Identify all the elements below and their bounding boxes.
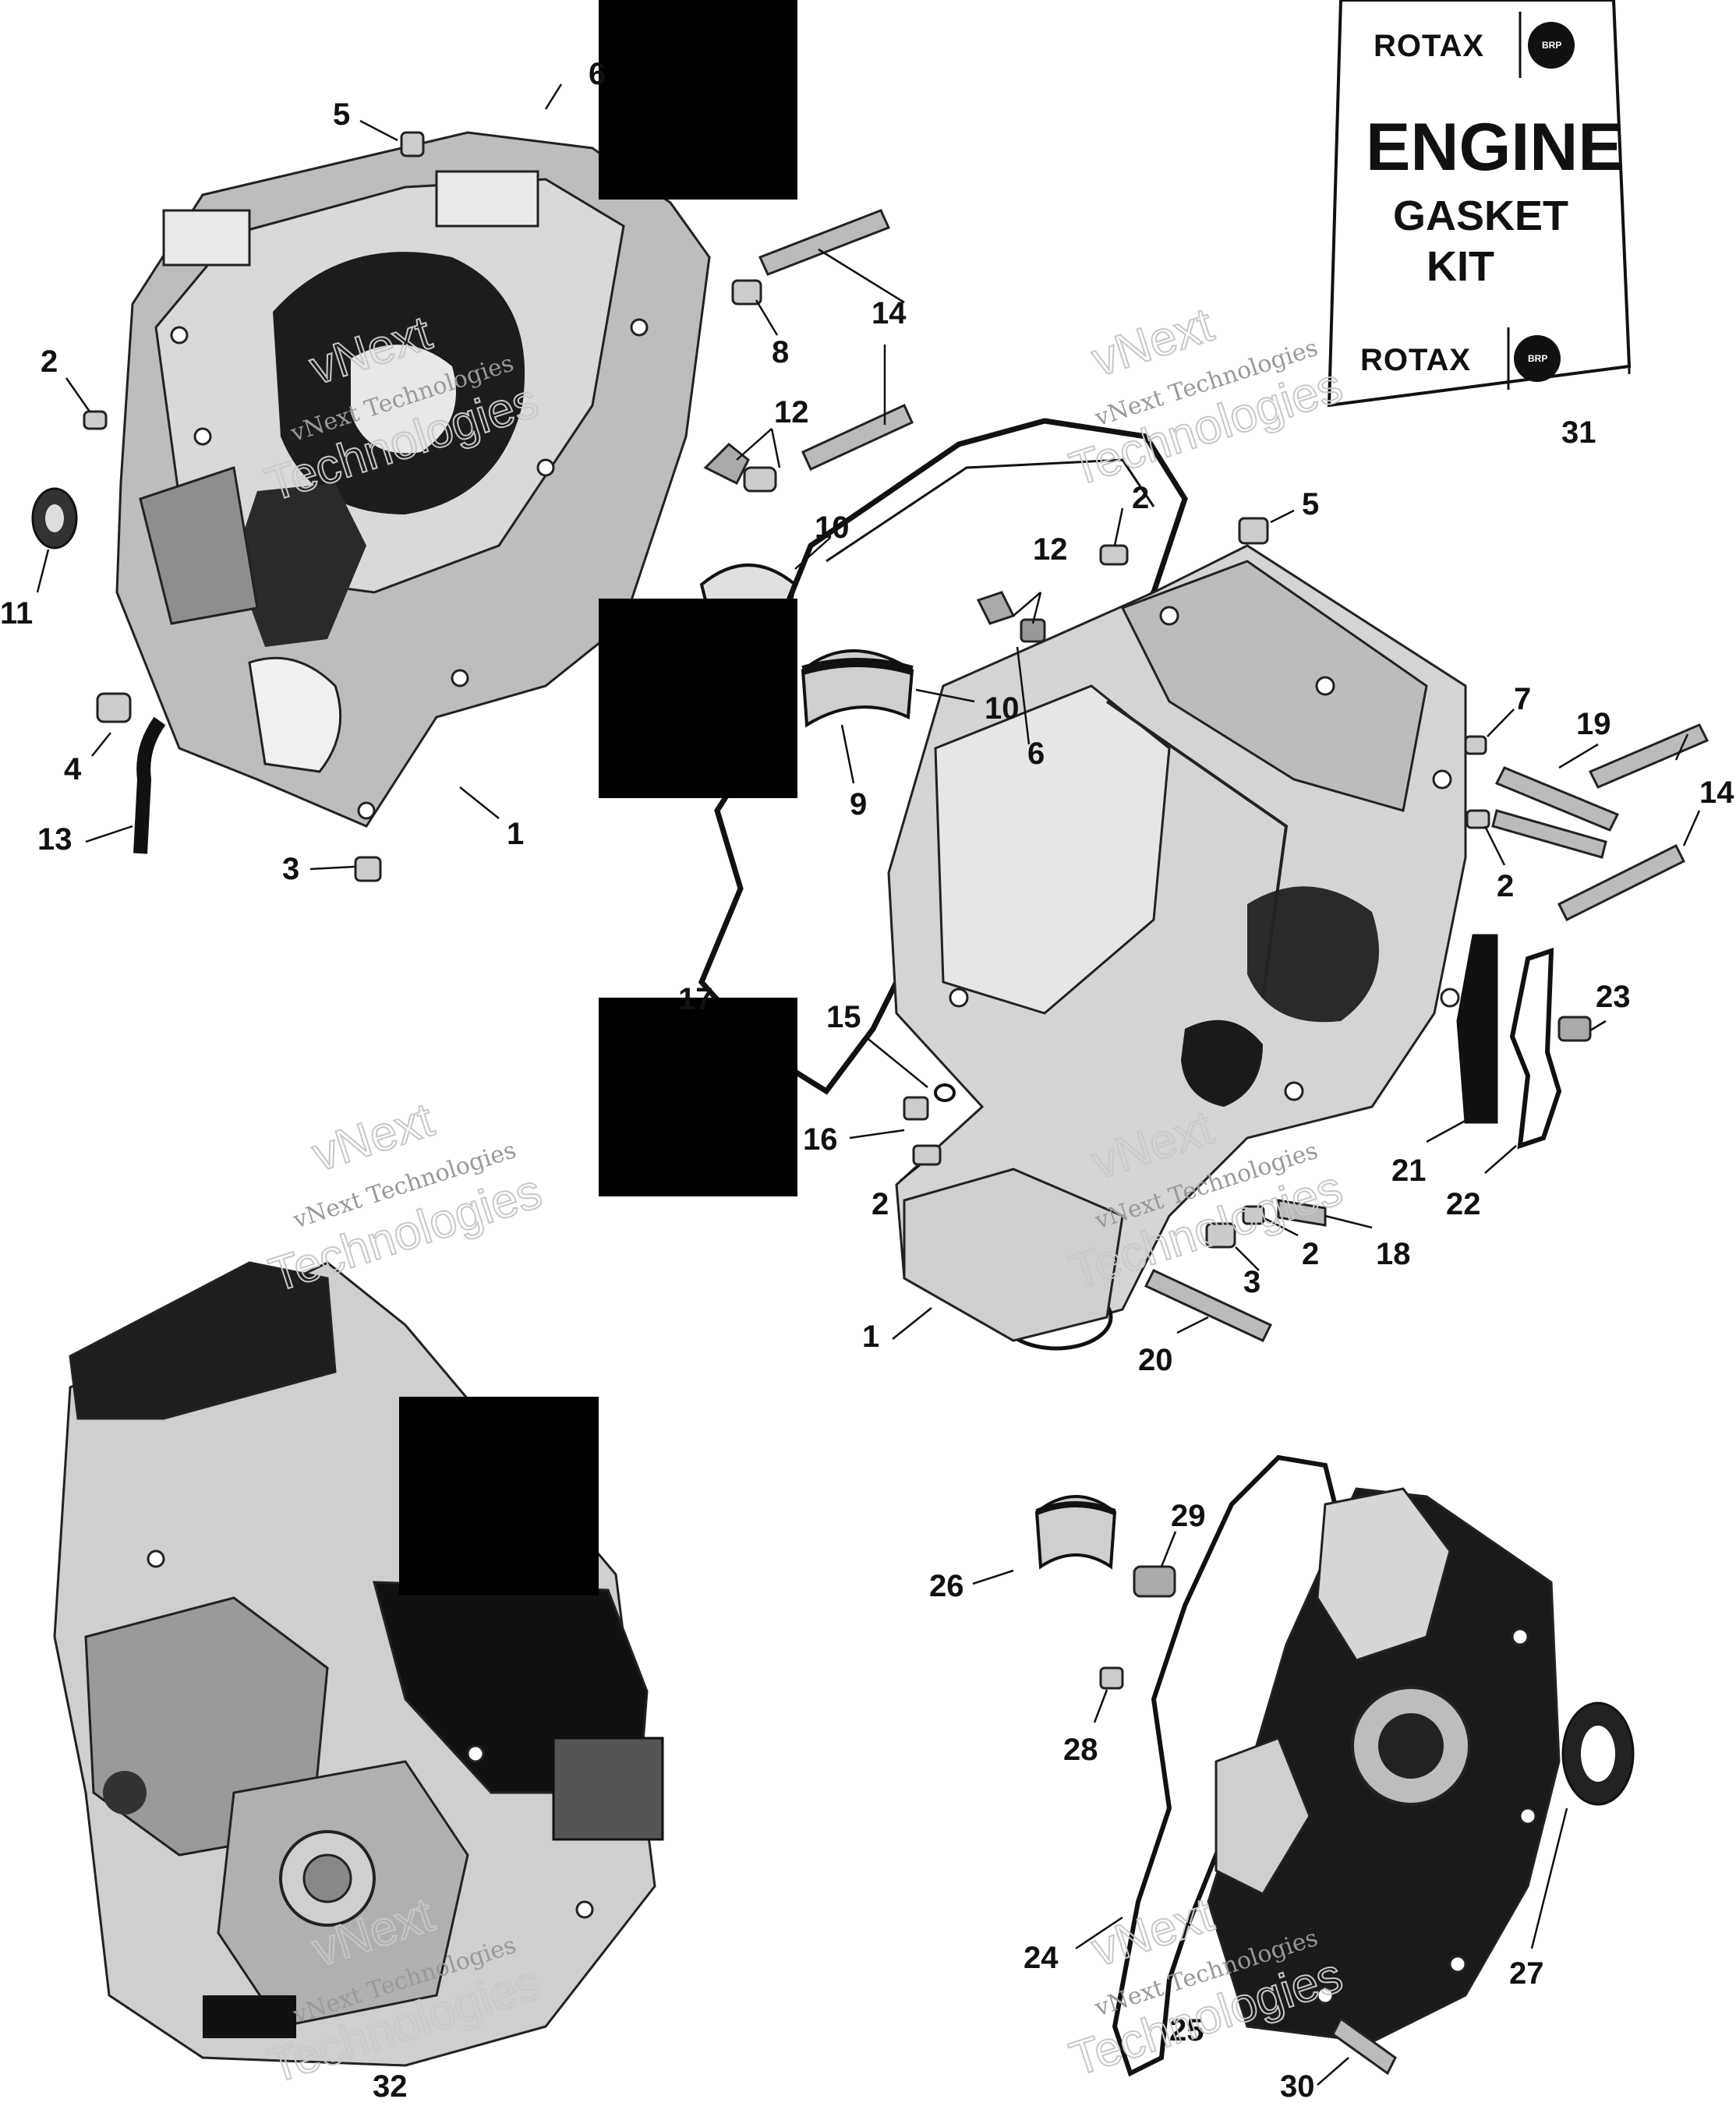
callout-8: 8	[772, 335, 789, 369]
callout-31: 31	[1561, 415, 1596, 450]
callout-12-b: 12	[1033, 532, 1068, 567]
redaction-box	[399, 1397, 599, 1595]
callout-23: 23	[1596, 980, 1631, 1014]
brp-logo-icon	[1528, 22, 1575, 69]
callout-9: 9	[850, 787, 867, 822]
callout-12-a: 12	[774, 395, 809, 429]
engine-cover	[1207, 1487, 1561, 2044]
callout-5-b: 5	[1302, 487, 1319, 521]
kit-brand-bottom: ROTAX	[1360, 343, 1471, 377]
callout-20: 20	[1138, 1343, 1173, 1377]
dowel-sleeve	[83, 410, 108, 430]
callout-10-a: 10	[815, 511, 850, 545]
callout-2-b: 2	[1132, 481, 1149, 515]
redaction-box	[599, 0, 797, 200]
callout-28: 28	[1063, 1733, 1098, 1767]
callout-14-b: 14	[1699, 776, 1734, 810]
stud-lower	[801, 404, 914, 471]
callout-2-c: 2	[1497, 869, 1514, 903]
kit-title-gasket: GASKET	[1393, 193, 1568, 239]
callout-4: 4	[64, 752, 82, 786]
callout-5-a: 5	[333, 97, 350, 132]
callout-15: 15	[826, 1000, 861, 1034]
bracket-bolt	[703, 442, 750, 486]
callout-2-e: 2	[1302, 1237, 1319, 1271]
callout-16: 16	[803, 1122, 838, 1157]
callout-11: 11	[0, 596, 33, 631]
watermark-2: vNext vNext Technologies Technologies	[1063, 297, 1350, 497]
crankcase-half-left	[115, 131, 711, 828]
callout-29: 29	[1171, 1499, 1206, 1533]
watermark-3: vNext vNext Technologies Technologies	[263, 1092, 550, 1303]
hose	[133, 716, 166, 854]
callout-3-b: 3	[1243, 1265, 1260, 1299]
callout-10-b: 10	[985, 691, 1020, 726]
callout-1-b: 1	[862, 1320, 879, 1354]
bearing-cover	[1034, 1495, 1117, 1570]
callout-19: 19	[1576, 707, 1611, 741]
callout-6-a: 6	[589, 57, 606, 91]
callout-14-a: 14	[872, 296, 907, 330]
callout-21: 21	[1391, 1154, 1427, 1188]
gasket-kit-package: ROTAX BRP ENGINE GASKET KIT ROTAX BRP	[1327, 0, 1632, 408]
bearing-full	[801, 649, 914, 728]
callout-13: 13	[37, 822, 72, 857]
plug-small	[354, 856, 382, 882]
callout-7: 7	[1514, 682, 1531, 716]
callout-27: 27	[1509, 1956, 1544, 1991]
seal-gasket	[1509, 947, 1562, 1150]
callout-24: 24	[1024, 1941, 1059, 1975]
plug	[96, 692, 132, 723]
callout-30: 30	[1280, 2069, 1315, 2104]
callout-22: 22	[1446, 1187, 1481, 1221]
callout-25: 25	[1169, 2013, 1204, 2048]
kit-brand-top: ROTAX	[1374, 29, 1484, 63]
redaction-box	[599, 599, 797, 798]
dowel-pin	[400, 131, 425, 157]
crankcase-half-right	[887, 544, 1467, 1351]
callout-17: 17	[678, 982, 713, 1016]
callout-3-a: 3	[282, 852, 299, 886]
callout-6-b: 6	[1027, 737, 1045, 771]
callout-1-a: 1	[507, 817, 524, 851]
dowel-upper	[731, 279, 762, 306]
callout-2-a: 2	[41, 345, 58, 379]
callout-labels: 5 6 2 11 4 13 3 1 8 14 12 10 10 9 6 2 5 …	[0, 57, 1734, 2104]
seal-plate	[1456, 934, 1498, 1124]
callout-18: 18	[1376, 1237, 1411, 1271]
kit-title-engine: ENGINE	[1366, 110, 1623, 185]
leader-lines	[36, 83, 1701, 2086]
svg-text:BRP: BRP	[1528, 353, 1547, 364]
stud	[758, 209, 891, 276]
callout-26: 26	[929, 1569, 964, 1603]
redaction-box	[599, 998, 797, 1196]
brp-logo-icon-bottom	[1514, 335, 1561, 382]
callout-2-d: 2	[872, 1187, 889, 1221]
callout-32: 32	[373, 2069, 408, 2104]
svg-text:BRP: BRP	[1542, 40, 1561, 51]
kit-title-kit: KIT	[1427, 243, 1494, 290]
